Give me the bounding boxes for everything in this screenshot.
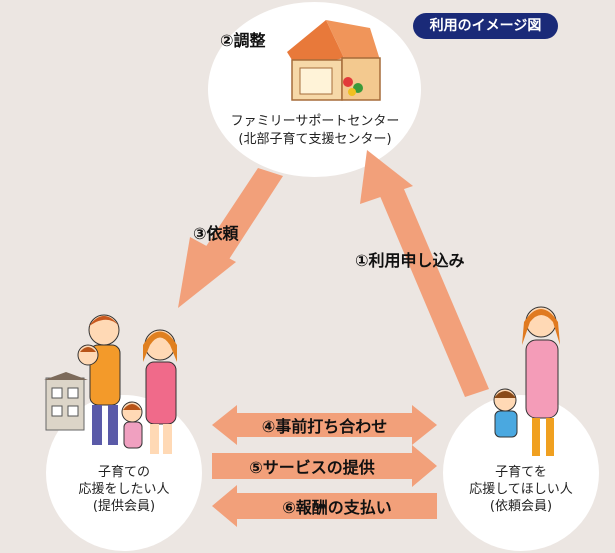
- center-subtitle: (北部子育て支援センター): [238, 132, 392, 147]
- arrow-prior-meeting: [212, 405, 437, 445]
- requester-line1: 子育てを: [495, 465, 547, 480]
- step-2-label: ②調整: [220, 31, 266, 50]
- provider-line3: (提供会員): [92, 499, 156, 514]
- arrow-application: [360, 150, 489, 397]
- provider-line1: 子育ての: [97, 465, 150, 480]
- arrow-service-provision: [212, 445, 437, 487]
- requester-line2: 応援してほしい人: [469, 482, 573, 497]
- arrow-request: [178, 168, 283, 308]
- center-title: ファミリーサポートセンター: [230, 114, 400, 129]
- requester-line3: (依頼会員): [489, 499, 553, 514]
- apartment-building-icon: [44, 372, 88, 431]
- right-circle: [443, 395, 599, 551]
- family-illustration: [77, 314, 177, 454]
- step-5-label: ⑤サービスの提供: [249, 458, 375, 477]
- step-6-label: ⑥報酬の支払い: [282, 498, 392, 517]
- arrow-payment: [212, 485, 437, 527]
- parent-and-child-illustration: [493, 306, 560, 456]
- step-4-label: ④事前打ち合わせ: [261, 417, 388, 436]
- support-center-house-icon: [287, 20, 381, 101]
- image-legend-badge: 利用のイメージ図: [413, 13, 558, 39]
- step-1-label: ①利用申し込み: [355, 251, 465, 270]
- provider-line2: 応援をしたい人: [78, 482, 170, 497]
- step-3-label: ③依頼: [193, 224, 239, 243]
